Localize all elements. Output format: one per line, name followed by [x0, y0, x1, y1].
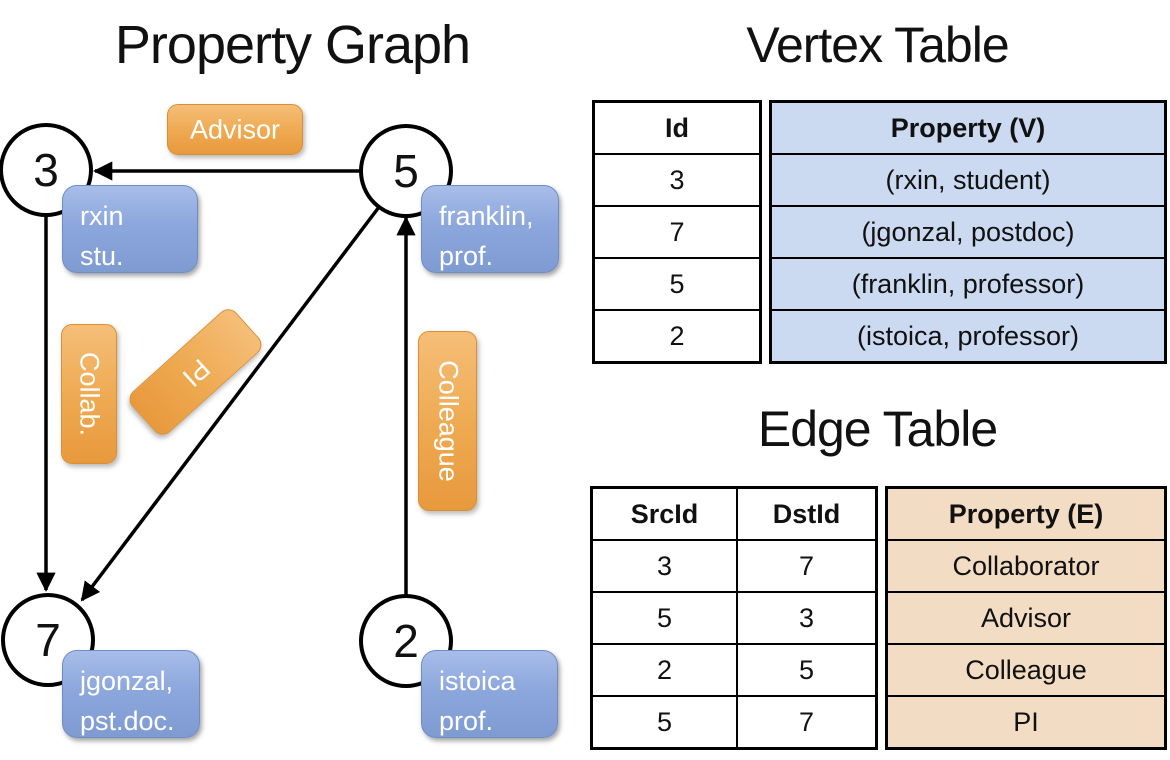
- edge-table-property-column: Property (E) Collaborator Advisor Collea…: [885, 486, 1167, 750]
- edge-table-cell-srcid: 5: [590, 591, 738, 645]
- edge-table-cell-srcid: 5: [590, 695, 738, 750]
- edge-label-pi-text: PI: [176, 352, 216, 393]
- edge-table-header-srcid: SrcId: [590, 486, 738, 541]
- vertex-table-title: Vertex Table: [746, 17, 1009, 73]
- edge-table-cell-srcid: 2: [590, 643, 738, 697]
- edge-table-column-gap: [878, 486, 885, 750]
- vertex-table-cell-property: (istoica, professor): [769, 309, 1167, 364]
- vertex-table-property-column: Property (V) (rxin, student) (jgonzal, p…: [769, 100, 1167, 364]
- edge-table-cell-property: Collaborator: [885, 539, 1167, 593]
- vertex-table-cell-id: 5: [592, 257, 762, 311]
- vertex-table-cell-property: (jgonzal, postdoc): [769, 205, 1167, 259]
- vertex-property-box-jgonzal: jgonzal, pst.doc.: [62, 650, 200, 738]
- vertex-table-header-property: Property (V): [769, 100, 1167, 155]
- edge-table-cell-srcid: 3: [590, 539, 738, 593]
- edge-label-advisor-text: Advisor: [189, 114, 281, 144]
- node-id-5: 5: [393, 145, 419, 197]
- property-graph-title: Property Graph: [114, 15, 471, 75]
- edge-table-cell-dstid: 5: [736, 643, 878, 697]
- vertex-table-cell-property: (rxin, student): [769, 153, 1167, 207]
- vertex-table-cell-property: (franklin, professor): [769, 257, 1167, 311]
- edge-label-colleague-text: Colleague: [433, 360, 463, 482]
- edge-table: SrcId DstId 3 7 5 3 2 5 5 7 Property (E): [590, 486, 1167, 750]
- edge-table-cell-dstid: 7: [736, 539, 878, 593]
- edge-label-collab-text: Collab.: [74, 351, 105, 437]
- vertex-property-box-franklin: franklin, prof.: [421, 185, 559, 273]
- edge-table-cell-dstid: 3: [736, 591, 878, 645]
- vertex-table-cell-id: 7: [592, 205, 762, 259]
- vertex-table-header-id: Id: [592, 100, 762, 155]
- vertex-property-box-rxin: rxin stu.: [62, 185, 198, 273]
- edge-table-id-columns: SrcId DstId 3 7 5 3 2 5 5 7: [590, 486, 878, 750]
- node-id-2: 2: [393, 615, 419, 667]
- edge-label-colleague: Colleague: [418, 331, 477, 511]
- edge-table-cell-property: Colleague: [885, 643, 1167, 697]
- vertex-table-id-column: Id 3 7 5 2: [592, 100, 762, 364]
- edge-table-cell-dstid: 7: [736, 695, 878, 750]
- edge-arrow-5-to-7: [80, 205, 381, 602]
- vertex-table-cell-id: 3: [592, 153, 762, 207]
- node-id-7: 7: [35, 614, 61, 666]
- edge-table-title: Edge Table: [757, 401, 998, 457]
- edge-table-cell-property: Advisor: [885, 591, 1167, 645]
- edge-table-header-property: Property (E): [885, 486, 1167, 541]
- edge-label-collab: Collab.: [61, 324, 117, 464]
- edge-table-header-dstid: DstId: [736, 486, 878, 541]
- node-id-3: 3: [33, 144, 59, 196]
- edge-table-cell-property: PI: [885, 695, 1167, 750]
- edge-label-advisor: Advisor: [167, 104, 303, 155]
- vertex-table-cell-id: 2: [592, 309, 762, 364]
- vertex-table: Id 3 7 5 2 Property (V) (rxin, student) …: [592, 100, 1167, 364]
- vertex-property-box-istoica: istoica prof.: [421, 650, 558, 738]
- vertex-table-column-gap: [762, 100, 769, 364]
